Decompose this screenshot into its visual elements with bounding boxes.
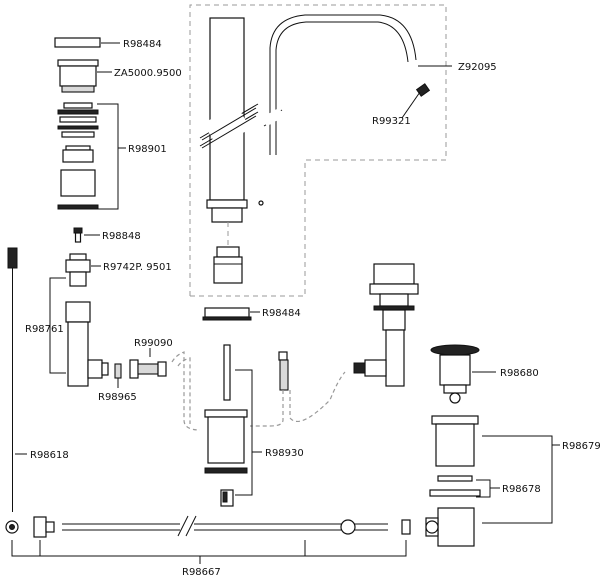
label-Z92095: Z92095 bbox=[458, 62, 497, 73]
valve-cartridge-R9742P bbox=[65, 253, 91, 287]
aerator-part bbox=[401, 83, 431, 119]
label-ZA5000: ZA5000.9500 bbox=[114, 68, 182, 79]
cap-R98484-top bbox=[54, 37, 101, 48]
body-connector bbox=[213, 246, 243, 284]
right-valve-body bbox=[353, 263, 419, 387]
hose-left-R99090 bbox=[129, 359, 167, 379]
popup-rod-R98930 bbox=[204, 344, 248, 507]
screw-R98848 bbox=[73, 227, 83, 243]
label-R98618: R98618 bbox=[30, 450, 69, 461]
label-R98679: R98679 bbox=[562, 441, 600, 452]
label-R98484-mid: R98484 bbox=[262, 308, 301, 319]
gasket-R98678 bbox=[429, 475, 481, 497]
label-R99321: R99321 bbox=[372, 116, 411, 127]
spout-assembly-outline bbox=[189, 4, 447, 297]
washer-R98965 bbox=[114, 363, 122, 379]
label-R9742P: R9742P. 9501 bbox=[103, 262, 172, 273]
lift-rod-R98618 bbox=[5, 247, 19, 534]
hose-right bbox=[250, 351, 346, 427]
valve-body-R98761 bbox=[65, 301, 109, 387]
drain-body-R98679 bbox=[431, 415, 479, 467]
drain-tailpiece bbox=[425, 507, 475, 547]
handle-ZA5000 bbox=[57, 59, 99, 93]
label-R98848: R98848 bbox=[102, 231, 141, 242]
cap-R98484-mid bbox=[202, 307, 252, 321]
label-R98484-top: R98484 bbox=[123, 39, 162, 50]
label-R98901: R98901 bbox=[128, 144, 167, 155]
faucet-body bbox=[199, 17, 259, 223]
cartridge-kit-R98901 bbox=[57, 102, 99, 210]
label-R98680: R98680 bbox=[500, 368, 539, 379]
label-R98965: R98965 bbox=[98, 392, 137, 403]
linkage-R98667 bbox=[33, 515, 411, 538]
label-R99090: R99090 bbox=[134, 338, 173, 349]
label-R98930: R98930 bbox=[265, 448, 304, 459]
label-R98667: R98667 bbox=[182, 567, 221, 578]
label-R98678: R98678 bbox=[502, 484, 541, 495]
drain-plug-R98680 bbox=[430, 344, 480, 404]
label-R98761: R98761 bbox=[25, 324, 64, 335]
spout-arc bbox=[258, 14, 417, 206]
